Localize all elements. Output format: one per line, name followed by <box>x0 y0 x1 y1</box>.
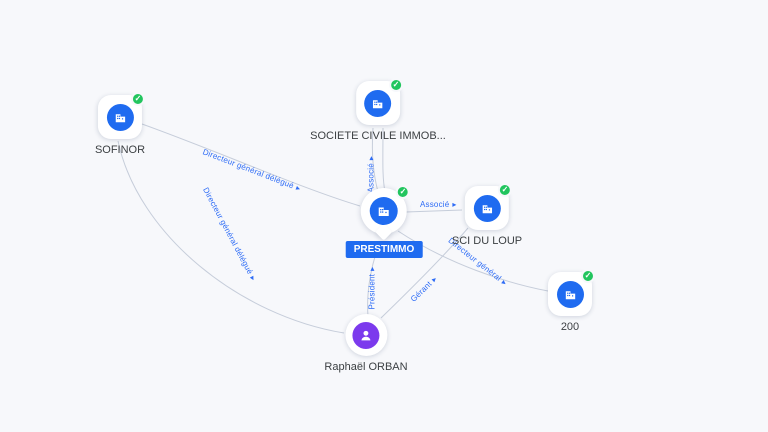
edge-label-president: Président <box>368 267 377 310</box>
company-badge[interactable]: ✓ <box>464 183 512 230</box>
checkmark-icon: ✓ <box>388 78 403 92</box>
building-icon <box>106 103 134 131</box>
node-raphael-orban[interactable]: Raphaël ORBAN <box>324 314 408 373</box>
edge-label-associe-vertical: Associé <box>367 156 376 192</box>
building-icon <box>556 280 584 308</box>
edge-sofinor-orban <box>117 140 345 334</box>
node-label: 200 <box>560 321 580 333</box>
company-badge[interactable]: ✓ <box>548 269 595 316</box>
node-societe-civile-immob[interactable]: ✓ SOCIETE CIVILE IMMOB... <box>310 78 446 142</box>
node-sci-du-loup[interactable]: ✓ SCI DU LOUP <box>451 183 523 247</box>
building-icon <box>473 194 501 222</box>
person-icon <box>352 321 380 349</box>
company-badge[interactable]: ✓ <box>355 78 403 125</box>
checkmark-icon: ✓ <box>581 269 595 283</box>
focus-node-label: PRESTIMMO <box>345 241 423 258</box>
checkmark-icon: ✓ <box>131 92 145 106</box>
node-label: SCI DU LOUP <box>451 235 523 247</box>
edge-orban-sciduloup <box>380 227 469 319</box>
node-label: SOFINOR <box>94 144 146 156</box>
node-prestimmo[interactable]: ✓ PRESTIMMO <box>345 185 423 258</box>
building-icon <box>364 89 392 117</box>
edge-prestimmo-sciduloup <box>405 209 463 213</box>
edge-label-associe-horizontal: Associé <box>420 200 457 209</box>
focus-pin[interactable]: ✓ <box>361 185 410 241</box>
node-sofinor[interactable]: ✓ SOFINOR <box>94 92 146 156</box>
building-icon <box>370 197 398 225</box>
node-label: Raphaël ORBAN <box>324 361 408 373</box>
edge-societe-prestimmo-2 <box>382 127 386 193</box>
pin-tail-icon <box>375 223 393 241</box>
checkmark-icon: ✓ <box>497 183 512 197</box>
person-badge[interactable] <box>345 314 387 356</box>
node-label: SOCIETE CIVILE IMMOB... <box>310 130 446 142</box>
node-200[interactable]: ✓ 200 <box>548 269 595 333</box>
company-badge[interactable]: ✓ <box>98 92 145 139</box>
checkmark-icon: ✓ <box>396 185 410 199</box>
